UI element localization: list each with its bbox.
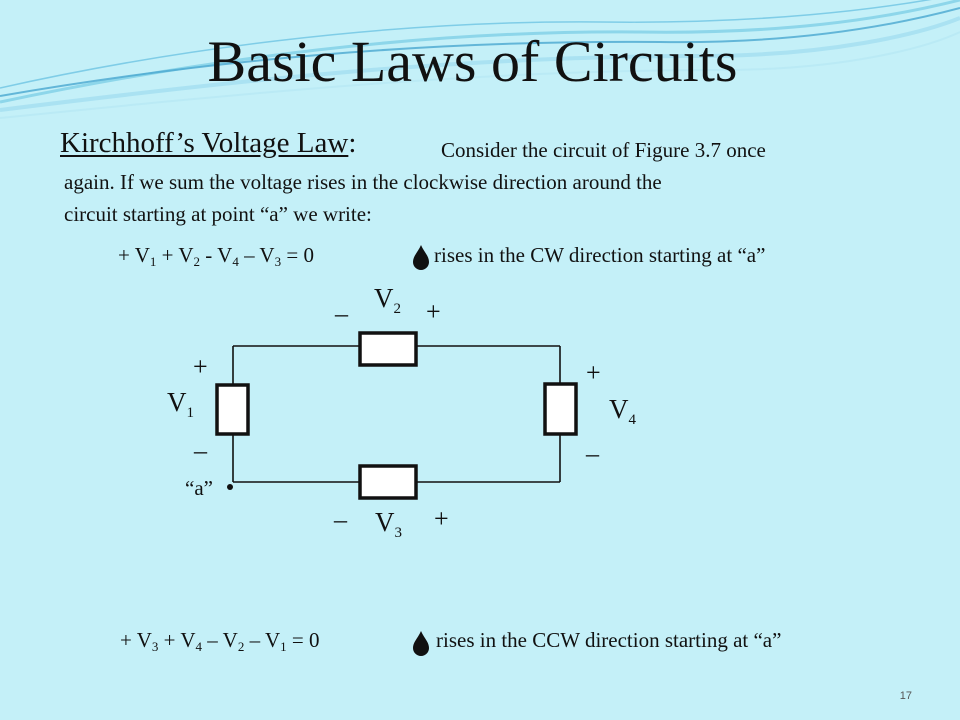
v4-minus: _ bbox=[586, 430, 599, 459]
label-v1-name: V bbox=[167, 387, 187, 417]
paragraph-line-2: again. If we sum the voltage rises in th… bbox=[64, 170, 662, 194]
eq-term: + V bbox=[158, 628, 196, 652]
label-v3-name: V bbox=[375, 507, 395, 537]
resistor-v1 bbox=[215, 383, 250, 436]
eq-term: – V bbox=[202, 628, 238, 652]
eq-term: + V bbox=[120, 628, 152, 652]
ccw-note-text: rises in the CCW direction starting at “… bbox=[436, 628, 782, 652]
paragraph-line-3: circuit starting at point “a” we write: bbox=[64, 202, 372, 226]
eq-term: + V bbox=[118, 243, 150, 267]
resistor-v4 bbox=[543, 382, 578, 436]
eq-sub: 4 bbox=[232, 254, 239, 269]
eq-sub: 1 bbox=[149, 254, 157, 269]
label-v2-sub: 2 bbox=[393, 301, 402, 317]
label-v1-sub: 1 bbox=[186, 405, 195, 421]
eq-term: = 0 bbox=[281, 243, 314, 267]
node-a-dot bbox=[227, 484, 233, 490]
label-v2: V2 bbox=[374, 283, 401, 318]
paragraph-line-1: Consider the circuit of Figure 3.7 once bbox=[441, 138, 766, 162]
label-v1: V1 bbox=[167, 387, 194, 422]
label-v2-name: V bbox=[374, 283, 394, 313]
resistor-v2 bbox=[358, 331, 418, 367]
eq-sub: 4 bbox=[195, 639, 203, 654]
eq-term: – V bbox=[238, 243, 275, 267]
label-v4-name: V bbox=[609, 394, 629, 424]
v2-minus: _ bbox=[335, 290, 348, 319]
kvl-heading-colon: : bbox=[348, 127, 357, 159]
eq-sub: 2 bbox=[237, 639, 245, 654]
drop-icon bbox=[413, 245, 429, 270]
v1-minus: _ bbox=[194, 427, 207, 456]
eq-sub: 1 bbox=[280, 639, 287, 654]
eq-term: - V bbox=[200, 243, 233, 267]
eq-sub: 2 bbox=[193, 254, 201, 269]
v4-plus: + bbox=[586, 358, 601, 387]
v1-plus: + bbox=[193, 352, 208, 381]
cw-note-text: rises in the CW direction starting at “a… bbox=[434, 243, 766, 267]
drop-icon bbox=[413, 631, 429, 656]
circuit-wires bbox=[232, 345, 561, 483]
v3-minus: _ bbox=[334, 496, 347, 525]
eq-sub: 3 bbox=[274, 254, 282, 269]
node-a-label: “a” bbox=[185, 476, 213, 500]
kvl-heading-text: Kirchhoff’s Voltage Law bbox=[60, 127, 349, 159]
label-v3: V3 bbox=[375, 507, 402, 542]
label-v4: V4 bbox=[609, 394, 636, 429]
eq-term: = 0 bbox=[286, 628, 320, 652]
label-v3-sub: 3 bbox=[394, 525, 403, 541]
eq-sub: 3 bbox=[151, 639, 159, 654]
equation-cw: + V1 + V2 - V4 – V3 = 0 bbox=[118, 243, 314, 270]
resistor-v3 bbox=[358, 464, 418, 500]
eq-term: + V bbox=[156, 243, 194, 267]
v3-plus: + bbox=[434, 504, 449, 533]
page-number: 17 bbox=[899, 690, 912, 702]
slide-title: Basic Laws of Circuits bbox=[207, 29, 738, 94]
equation-ccw: + V3 + V4 – V2 – V1 = 0 bbox=[120, 628, 319, 655]
v2-plus: + bbox=[426, 297, 441, 326]
kvl-heading: Kirchhoff’s Voltage Law: bbox=[60, 127, 356, 160]
label-v4-sub: 4 bbox=[628, 412, 637, 428]
eq-term: – V bbox=[244, 628, 281, 652]
